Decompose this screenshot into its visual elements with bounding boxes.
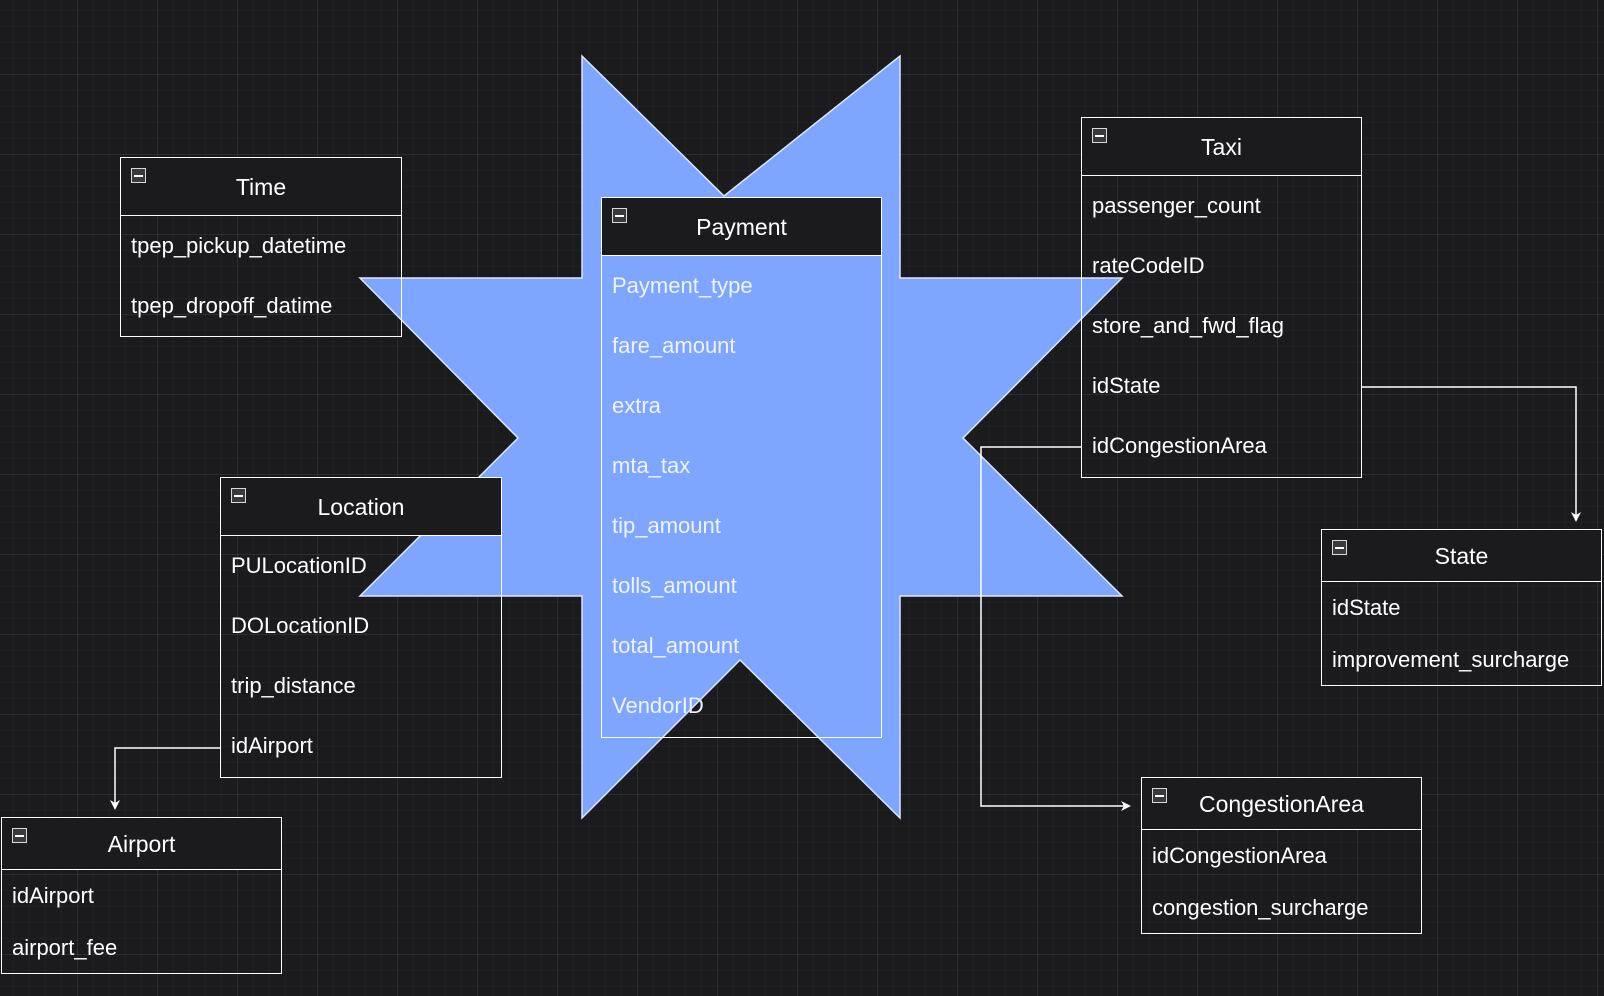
entity-taxi-title: Taxi — [1201, 134, 1242, 160]
entity-airport-header[interactable]: Airport — [2, 818, 281, 870]
entity-time[interactable]: Time tpep_pickup_datetime tpep_dropoff_d… — [120, 157, 402, 337]
entity-airport-title: Airport — [107, 831, 176, 857]
field-row[interactable]: VendorID — [612, 693, 704, 718]
entity-state-title: State — [1434, 543, 1489, 569]
star-shape[interactable] — [358, 54, 1124, 820]
entity-payment[interactable]: Payment Payment_type fare_amount extra m… — [601, 197, 882, 738]
field-row[interactable]: passenger_count — [1092, 193, 1261, 218]
collapse-icon[interactable] — [1092, 128, 1107, 143]
entity-taxi[interactable]: Taxi passenger_count rateCodeID store_an… — [1081, 117, 1362, 478]
collapse-icon[interactable] — [612, 208, 627, 223]
field-row[interactable]: tpep_pickup_datetime — [131, 233, 347, 258]
entity-payment-header[interactable]: Payment — [602, 198, 881, 256]
field-row[interactable]: idState — [1332, 595, 1401, 620]
field-row[interactable]: idAirport — [12, 883, 94, 908]
field-row[interactable]: extra — [612, 393, 661, 418]
field-row[interactable]: DOLocationID — [231, 613, 370, 638]
collapse-icon[interactable] — [1152, 788, 1167, 803]
field-row[interactable]: PULocationID — [231, 553, 367, 578]
connector-location-airport[interactable] — [110, 747, 220, 810]
field-row[interactable]: trip_distance — [231, 673, 356, 698]
field-row[interactable]: airport_fee — [12, 935, 118, 960]
entity-payment-title: Payment — [696, 214, 787, 240]
entity-airport[interactable]: Airport idAirport airport_fee — [1, 817, 282, 974]
field-row[interactable]: tolls_amount — [612, 573, 737, 598]
entity-congestion-area[interactable]: CongestionArea idCongestionArea congesti… — [1141, 777, 1422, 934]
entity-taxi-header[interactable]: Taxi — [1082, 118, 1361, 176]
connector-taxi-congestion-area[interactable] — [980, 446, 1131, 811]
collapse-icon[interactable] — [12, 828, 27, 843]
entity-location-header[interactable]: Location — [221, 478, 501, 536]
entity-state[interactable]: State idState improvement_surcharge — [1321, 529, 1602, 686]
field-row[interactable]: total_amount — [612, 633, 740, 658]
collapse-icon[interactable] — [131, 168, 146, 183]
collapse-icon[interactable] — [1332, 540, 1347, 555]
field-row[interactable]: idCongestionArea — [1092, 433, 1267, 458]
connector-taxi-state[interactable] — [1362, 386, 1581, 522]
field-row[interactable]: fare_amount — [612, 333, 736, 358]
entity-congestion-area-title: CongestionArea — [1199, 791, 1364, 817]
entity-location-title: Location — [317, 494, 405, 520]
field-row[interactable]: rateCodeID — [1092, 253, 1205, 278]
field-row[interactable]: improvement_surcharge — [1332, 647, 1570, 672]
field-row[interactable]: tip_amount — [612, 513, 721, 538]
entity-congestion-area-header[interactable]: CongestionArea — [1142, 778, 1421, 830]
field-row[interactable]: idAirport — [231, 733, 313, 758]
entity-time-title: Time — [235, 174, 287, 200]
field-row[interactable]: idState — [1092, 373, 1161, 398]
entity-location[interactable]: Location PULocationID DOLocationID trip_… — [220, 477, 502, 778]
field-row[interactable]: congestion_surcharge — [1152, 895, 1369, 920]
field-row[interactable]: tpep_dropoff_datime — [131, 293, 333, 318]
field-row[interactable]: idCongestionArea — [1152, 843, 1327, 868]
entity-time-header[interactable]: Time — [121, 158, 401, 216]
field-row[interactable]: Payment_type — [612, 273, 753, 298]
field-row[interactable]: store_and_fwd_flag — [1092, 313, 1285, 338]
collapse-icon[interactable] — [231, 488, 246, 503]
field-row[interactable]: mta_tax — [612, 453, 691, 478]
entity-state-header[interactable]: State — [1322, 530, 1601, 582]
